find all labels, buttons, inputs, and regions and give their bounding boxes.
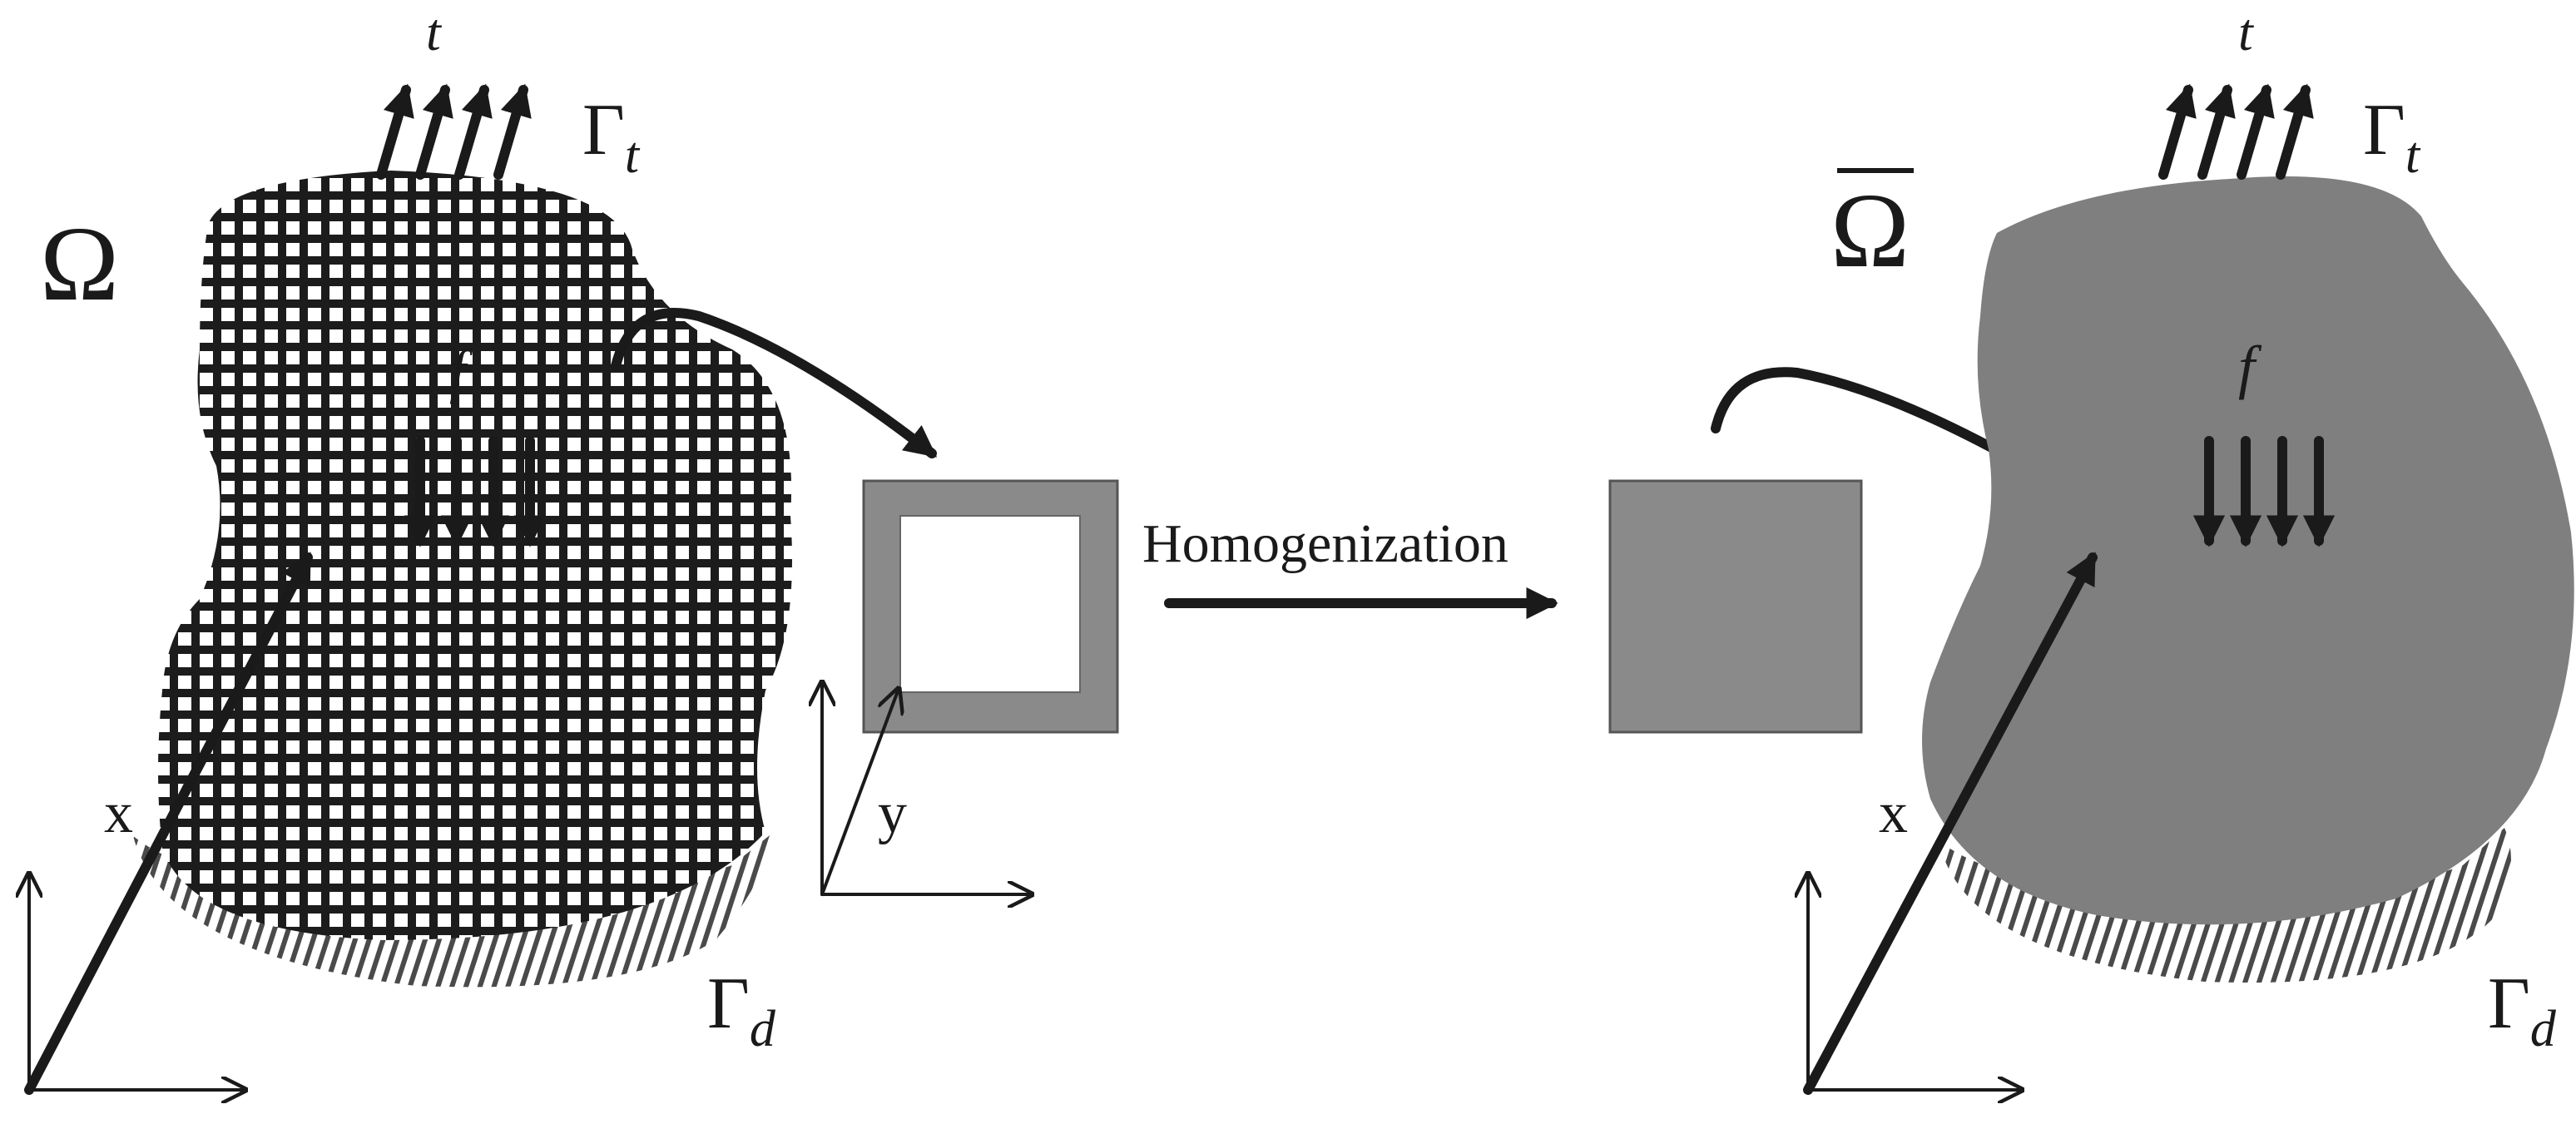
local-coordinate-axes	[822, 682, 1032, 894]
left-body-force-arrows	[404, 436, 547, 547]
right-homogenized-body	[1922, 176, 2574, 925]
right-domain	[1922, 176, 2574, 983]
unit-cell	[862, 479, 1119, 734]
left-position-label: x	[104, 781, 133, 845]
left-microstructured-body	[158, 171, 792, 940]
left-dirichlet-boundary-label: Γd	[707, 963, 776, 1057]
left-zoom-arrow	[611, 308, 938, 458]
right-omega-symbol: Ω	[1830, 171, 1910, 290]
right-zoom-arrow	[1711, 367, 2053, 483]
right-body-force-arrows	[2192, 436, 2336, 547]
right-position-vector	[1803, 552, 2098, 1095]
right-coordinate-axes	[1808, 874, 2022, 1090]
left-position-vector	[24, 552, 313, 1095]
left-traction-boundary-label: Γt	[582, 90, 641, 184]
left-coordinate-axes	[29, 874, 245, 1090]
unit-cell-void	[899, 515, 1081, 693]
homogenization-label: Homogenization	[1142, 513, 1508, 574]
right-position-label: x	[1879, 781, 1908, 845]
left-traction-label: t	[426, 2, 443, 62]
local-coordinate-label: y	[878, 781, 907, 845]
right-traction-arrows	[2158, 83, 2314, 180]
left-omega-symbol: Ω	[40, 205, 119, 323]
right-traction-boundary-label: Γt	[2363, 90, 2421, 184]
homogenized-cell	[1608, 479, 1863, 734]
right-traction-label: t	[2238, 2, 2255, 62]
right-dirichlet-boundary-label: Γd	[2488, 963, 2557, 1057]
left-traction-arrows	[376, 83, 532, 180]
left-domain	[133, 171, 792, 988]
